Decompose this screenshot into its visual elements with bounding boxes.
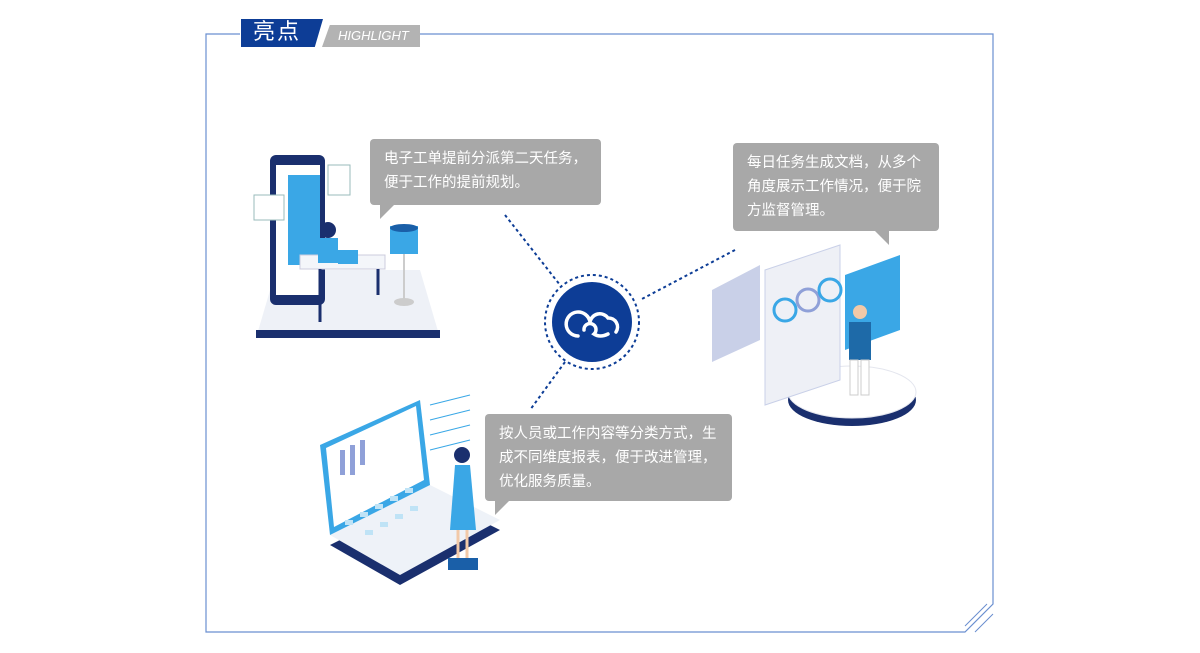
highlight-frame <box>205 33 994 633</box>
section-title-en: HIGHLIGHT <box>322 25 420 47</box>
highlight-bubble-reports: 按人员或工作内容等分类方式，生成不同维度报表，便于改进管理，优化服务质量。 <box>485 414 732 515</box>
highlight-bubble-dispatch: 电子工单提前分派第二天任务，便于工作的提前规划。 <box>370 139 601 219</box>
frame-corner-decoration <box>964 603 994 633</box>
cloud-logo-icon <box>544 274 640 370</box>
highlight-bubble-documents: 每日任务生成文档，从多个角度展示工作情况，便于院方监督管理。 <box>733 143 939 245</box>
section-title-cn: 亮点 <box>241 19 323 47</box>
connector-lines <box>504 214 736 411</box>
laptop-report-illustration <box>320 394 500 585</box>
dashboard-analyst-illustration <box>712 244 917 426</box>
office-desk-illustration <box>253 155 440 338</box>
